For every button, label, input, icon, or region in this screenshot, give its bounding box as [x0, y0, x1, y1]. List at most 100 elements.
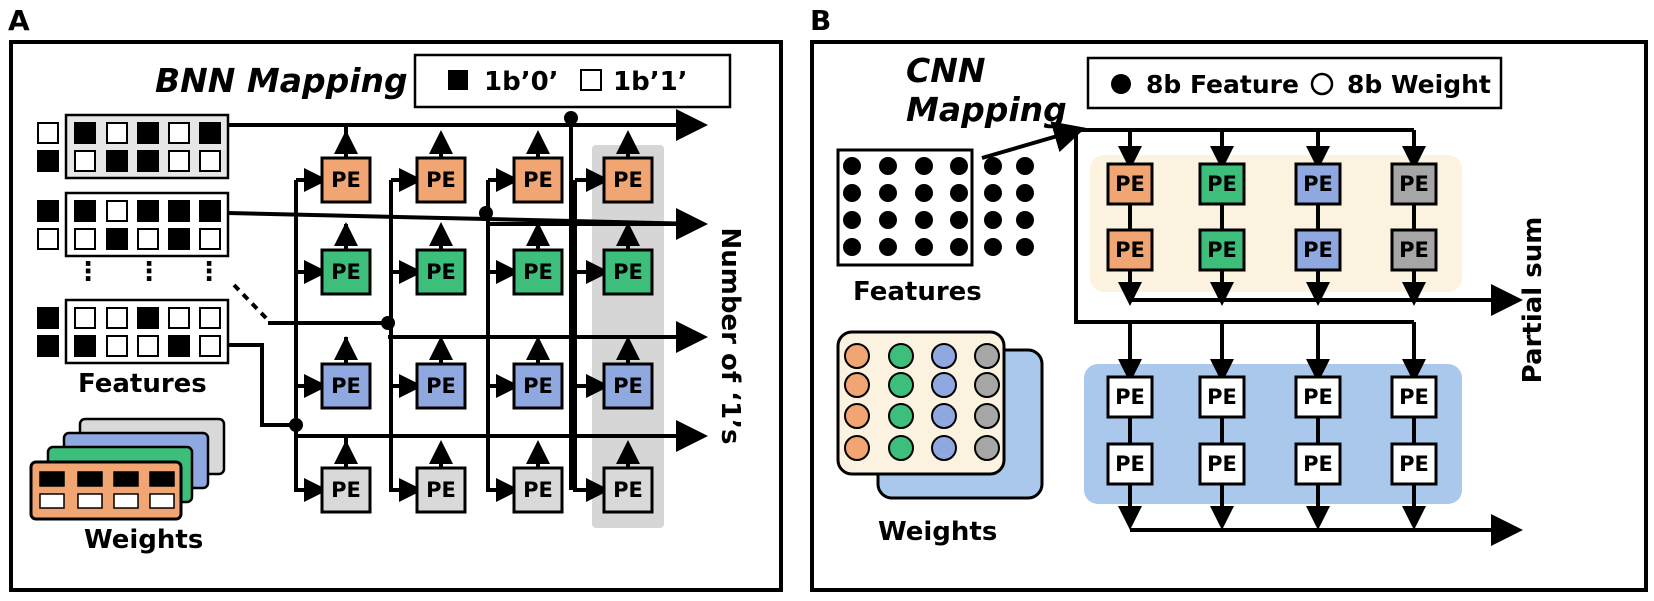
bnn-pe-box	[602, 156, 654, 204]
bnn-weights: Weights	[29, 417, 226, 555]
bnn-pe-box	[320, 466, 372, 514]
cnn-feature-dot	[915, 211, 933, 229]
bnn-pe-label: PE	[613, 478, 643, 502]
panel-b-label: B	[810, 4, 831, 37]
feature-bit	[137, 122, 159, 144]
cnn-feature-dot	[915, 184, 933, 202]
cnn-features: Features	[836, 148, 1034, 307]
legend-white-square-icon	[580, 69, 602, 91]
cnn-pe-label: PE	[1303, 452, 1333, 476]
feature-bit	[168, 307, 190, 329]
cnn-feature-dot	[1016, 184, 1034, 202]
bnn-pe-label: PE	[523, 478, 553, 502]
weight-bit	[39, 471, 65, 487]
bnn-pe: PE	[512, 466, 564, 514]
bnn-pe-label: PE	[523, 260, 553, 284]
legend-one-label: 1b’1’	[613, 67, 688, 97]
cnn-weights-label: Weights	[878, 517, 997, 547]
cnn-pe-lower: PE	[1294, 442, 1342, 486]
ellipsis-mid: ⋮	[136, 257, 162, 287]
weight-bit	[149, 493, 175, 509]
bnn-pe-box	[602, 466, 654, 514]
cnn-feature-dot	[984, 184, 1002, 202]
feature-bit	[74, 122, 96, 144]
feature-bit	[199, 200, 221, 222]
bnn-pe-box	[415, 248, 467, 296]
cnn-weight-dot	[931, 435, 957, 461]
bnn-pe-label: PE	[331, 260, 361, 284]
feature-side-bit	[37, 150, 59, 172]
cnn-weight-dot	[931, 403, 957, 429]
cnn-features-label: Features	[853, 277, 982, 307]
cnn-weight-dot	[974, 372, 1000, 398]
cnn-feature-dot	[984, 157, 1002, 175]
cnn-pe-label: PE	[1207, 452, 1237, 476]
cnn-upper-pe-region	[1090, 155, 1462, 292]
cnn-pe-box	[1390, 375, 1438, 419]
bnn-pe-label: PE	[426, 168, 456, 192]
cnn-feature-dot	[843, 238, 861, 256]
panel-a-frame	[9, 40, 783, 592]
bnn-weight-line	[228, 343, 296, 427]
feature-bit	[137, 307, 159, 329]
legend-weight-dot-icon	[1310, 72, 1334, 96]
cnn-lower-pe-region	[1084, 364, 1462, 504]
bnn-pe-box	[602, 248, 654, 296]
cnn-pe-box	[1294, 228, 1342, 272]
cnn-pe-lower: PE	[1198, 375, 1246, 419]
cnn-pe-label: PE	[1115, 238, 1145, 262]
cnn-feature-dot	[984, 211, 1002, 229]
bnn-pe-box	[512, 466, 564, 514]
feature-side-bit	[37, 200, 59, 222]
cnn-feature-dot	[915, 157, 933, 175]
bnn-pe-box	[415, 156, 467, 204]
bnn-wiring	[227, 109, 708, 502]
bnn-pe: PE	[415, 156, 467, 204]
cnn-pe-upper: PE	[1390, 228, 1438, 272]
bnn-pe: PE	[602, 248, 654, 296]
feature-side-bit	[37, 307, 59, 329]
feature-bit	[74, 307, 96, 329]
bnn-pe: PE	[320, 362, 372, 410]
cnn-feature-dot	[950, 184, 968, 202]
bnn-pe: PE	[602, 466, 654, 514]
bnn-pe-label: PE	[426, 478, 456, 502]
cnn-weight-dot	[844, 343, 870, 369]
bnn-weights-label: Weights	[84, 525, 203, 555]
cnn-legend: 8b Feature 8b Weight	[1086, 56, 1503, 110]
bnn-pe: PE	[320, 466, 372, 514]
cnn-pe-box	[1294, 375, 1342, 419]
bnn-pe-label: PE	[613, 168, 643, 192]
feature-bit	[199, 307, 221, 329]
feature-bit	[137, 150, 159, 172]
bnn-pe-label: PE	[523, 374, 553, 398]
feature-side-bit	[37, 228, 59, 250]
bnn-pe-box	[320, 248, 372, 296]
cnn-pe-label: PE	[1207, 238, 1237, 262]
cnn-feature-dot	[843, 184, 861, 202]
cnn-weight-dot	[931, 372, 957, 398]
cnn-pe-box	[1106, 228, 1154, 272]
bnn-pe-box	[512, 248, 564, 296]
cnn-title-line1: CNN	[906, 51, 985, 90]
feature-side-bit	[37, 335, 59, 357]
feature-bit	[168, 200, 190, 222]
cnn-weight-dot	[888, 343, 914, 369]
bnn-pe-label: PE	[613, 260, 643, 284]
panel-a-label: A	[8, 4, 30, 37]
cnn-pe-upper: PE	[1106, 228, 1154, 272]
bnn-pe: PE	[415, 362, 467, 410]
cnn-feature-dot	[879, 211, 897, 229]
cnn-pe-label: PE	[1207, 172, 1237, 196]
bnn-pe: PE	[602, 156, 654, 204]
bnn-pe-box	[512, 362, 564, 410]
cnn-pe-upper: PE	[1198, 162, 1246, 206]
feature-bit	[199, 335, 221, 357]
cnn-feature-dot	[915, 238, 933, 256]
bnn-pe-label: PE	[331, 168, 361, 192]
cnn-feature-dot	[1016, 157, 1034, 175]
cnn-pe-lower: PE	[1390, 375, 1438, 419]
cnn-weight-dot	[844, 435, 870, 461]
